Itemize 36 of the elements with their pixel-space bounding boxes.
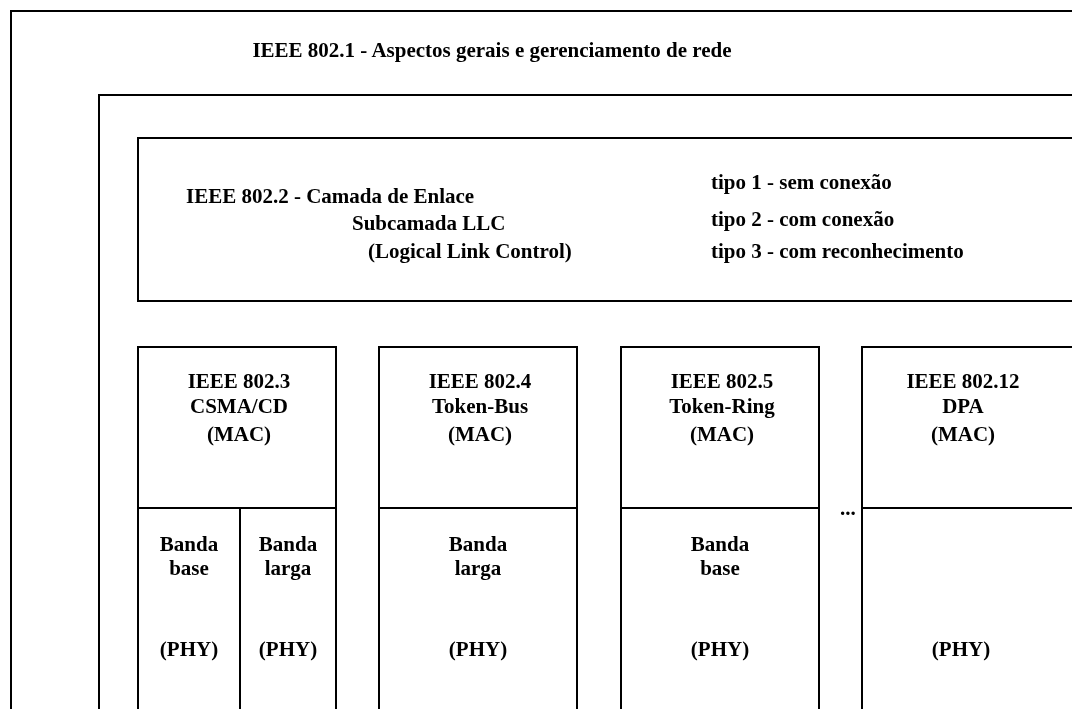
mac-label: Token-Ring xyxy=(668,394,776,418)
layer-label: (Logical Link Control) xyxy=(368,239,572,263)
phy-label: (PHY) xyxy=(930,637,992,661)
phy-label: (PHY) xyxy=(689,637,751,661)
mac-label: IEEE 802.5 xyxy=(669,369,775,393)
mac-box xyxy=(378,346,578,509)
phy-label: Banda base xyxy=(689,532,751,580)
ellipsis-label: ... xyxy=(840,496,856,520)
box-shape xyxy=(98,94,1072,709)
phy-label: Banda larga xyxy=(447,532,509,580)
mac-label: DPA xyxy=(941,394,985,418)
mac-box xyxy=(861,346,1072,509)
frame-box xyxy=(10,10,1072,709)
type-label: tipo 1 - sem conexão xyxy=(711,170,892,194)
phy-label: Banda base xyxy=(158,532,220,580)
layer-label: IEEE 802.2 - Camada de Enlace xyxy=(186,184,475,208)
mac-label: (MAC) xyxy=(929,422,997,446)
mac-label: IEEE 802.3 xyxy=(186,369,292,393)
phy-label: (PHY) xyxy=(257,637,319,661)
mac-label: CSMA/CD xyxy=(189,394,289,418)
mac-label: (MAC) xyxy=(205,422,273,446)
mac-label: IEEE 802.4 xyxy=(427,369,533,393)
phy-label: Banda larga xyxy=(257,532,319,580)
type-label: tipo 2 - com conexão xyxy=(711,207,895,231)
layer-box xyxy=(137,137,1072,302)
mac-label: Token-Bus xyxy=(430,394,530,418)
type-label: tipo 3 - com reconhecimento xyxy=(711,239,964,263)
title: IEEE 802.1 - Aspectos gerais e gerenciamento de rede xyxy=(251,38,733,62)
mac-label: (MAC) xyxy=(446,422,514,446)
layer-label: Subcamada LLC xyxy=(352,211,506,235)
mac-label: (MAC) xyxy=(688,422,756,446)
mac-box xyxy=(620,346,820,509)
mac-label: IEEE 802.12 xyxy=(905,369,1021,393)
phy-label: (PHY) xyxy=(447,637,509,661)
mac-box xyxy=(137,346,337,509)
phy-label: (PHY) xyxy=(158,637,220,661)
